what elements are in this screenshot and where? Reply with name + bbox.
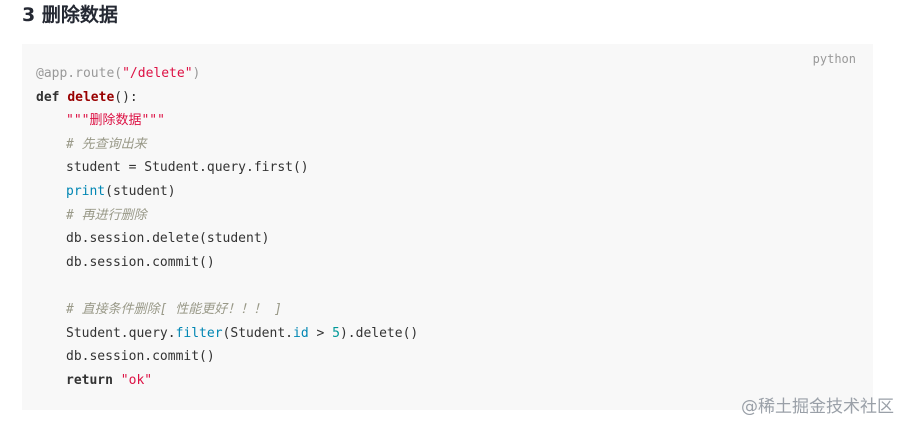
watermark: @稀土掘金技术社区: [741, 397, 894, 417]
code-text: db.session.delete(student): [66, 231, 270, 247]
code-line: # 先查询出来: [36, 133, 418, 157]
code-line: db.session.commit(): [36, 345, 418, 369]
function-name-token: delete: [67, 89, 115, 105]
code-line: # 再进行删除: [36, 204, 418, 228]
code-block: python @app.route("/delete") def delete(…: [22, 44, 873, 410]
code-text: (student): [105, 183, 176, 199]
comment-token: # 先查询出来: [66, 136, 147, 152]
code-text: db.session.commit(): [66, 349, 215, 365]
code-text: Student.query.: [66, 325, 176, 341]
code-line: """删除数据""": [36, 109, 418, 133]
code-line: Student.query.filter(Student.id > 5).del…: [36, 322, 418, 346]
code-language-label: python: [812, 52, 856, 66]
operator-token: >: [308, 325, 333, 341]
decorator-token: @app.route(: [36, 66, 123, 81]
code-content: @app.route("/delete") def delete(): """删…: [36, 62, 418, 392]
decorator-token: ): [192, 66, 201, 81]
method-token: filter: [175, 325, 223, 341]
code-line: # 直接条件删除[ 性能更好！！！ ]: [36, 298, 418, 322]
code-text: ():: [114, 89, 138, 105]
code-text: (Student.: [222, 325, 293, 341]
string-token: "/delete": [122, 66, 193, 81]
code-line: return "ok": [36, 369, 418, 393]
comment-token: # 再进行删除: [66, 207, 147, 223]
string-token: "ok": [120, 372, 153, 388]
number-token: 5: [332, 325, 340, 341]
code-text: student = Student.query.first(): [66, 160, 309, 176]
code-text: ).delete(): [339, 325, 419, 341]
code-line-blank: [36, 274, 418, 298]
code-line: print(student): [36, 180, 418, 204]
section-heading: 3 删除数据: [22, 4, 118, 26]
keyword-token: return: [66, 372, 113, 388]
builtin-token: print: [66, 183, 106, 199]
code-line: def delete():: [36, 86, 418, 110]
code-text: db.session.commit(): [66, 254, 215, 270]
attribute-token: id: [293, 325, 309, 341]
code-line: @app.route("/delete"): [36, 62, 418, 86]
code-line: db.session.delete(student): [36, 227, 418, 251]
docstring-token: """删除数据""": [66, 113, 165, 129]
code-line: student = Student.query.first(): [36, 156, 418, 180]
comment-token: # 直接条件删除[ 性能更好！！！ ]: [66, 301, 282, 317]
keyword-token: def: [36, 89, 60, 105]
code-line: db.session.commit(): [36, 251, 418, 275]
